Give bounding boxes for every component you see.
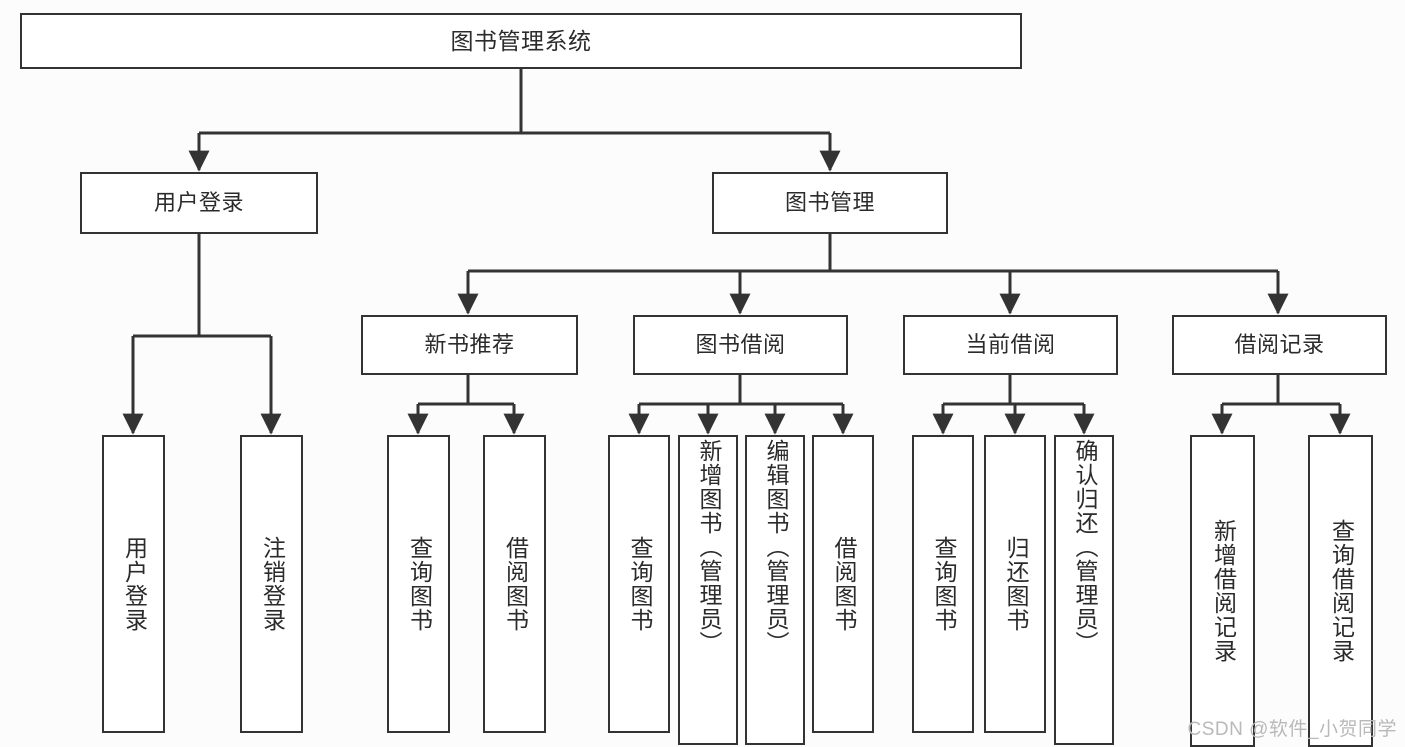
watermark-text: CSDN @软件_小贺同学 <box>1187 719 1397 740</box>
edge-group-borrow-record <box>1211 375 1351 435</box>
edge-group-user-login <box>122 234 282 435</box>
node-leaf-confirm-return[interactable]: 确认归还（管理员） <box>1054 435 1114 745</box>
edge-group-book-borrow <box>628 375 854 435</box>
node-leaf-logout-label: 注销登录 <box>259 536 286 632</box>
node-borrow-record-label: 借阅记录 <box>1234 332 1325 358</box>
node-leaf-query-book-2[interactable]: 查询图书 <box>608 435 670 733</box>
node-leaf-add-record[interactable]: 新增借阅记录 <box>1190 435 1255 747</box>
node-leaf-query-book-1[interactable]: 查询图书 <box>387 435 450 733</box>
node-leaf-add-book[interactable]: 新增图书（管理员） <box>678 435 738 745</box>
node-leaf-borrow-book-1-label: 借阅图书 <box>502 536 529 632</box>
edge-group-new-book-rec <box>407 375 525 435</box>
node-leaf-return-book-label: 归还图书 <box>1002 536 1029 632</box>
edge-group-current-borrow <box>932 375 1095 435</box>
node-root[interactable]: 图书管理系统 <box>20 13 1022 69</box>
node-user-login-label: 用户登录 <box>153 190 244 216</box>
node-book-borrow[interactable]: 图书借阅 <box>633 315 848 375</box>
node-leaf-query-book-3[interactable]: 查询图书 <box>912 435 974 733</box>
node-leaf-confirm-return-label: 确认归还（管理员） <box>1071 439 1098 655</box>
node-leaf-borrow-book-2[interactable]: 借阅图书 <box>812 435 874 733</box>
node-new-book-rec[interactable]: 新书推荐 <box>361 315 578 375</box>
node-user-login[interactable]: 用户登录 <box>80 172 318 234</box>
node-borrow-record[interactable]: 借阅记录 <box>1172 315 1387 375</box>
node-current-borrow[interactable]: 当前借阅 <box>903 315 1118 375</box>
node-leaf-add-record-label: 新增借阅记录 <box>1210 519 1237 663</box>
node-leaf-query-record-label: 查询借阅记录 <box>1328 519 1355 663</box>
node-leaf-edit-book-label: 编辑图书（管理员） <box>762 439 789 655</box>
node-leaf-user-login-label: 用户登录 <box>121 536 148 632</box>
node-book-borrow-label: 图书借阅 <box>695 332 786 358</box>
node-leaf-return-book[interactable]: 归还图书 <box>984 435 1046 733</box>
edge-group-book-manage <box>457 234 1289 315</box>
node-book-manage[interactable]: 图书管理 <box>712 172 948 234</box>
node-root-label: 图书管理系统 <box>450 27 592 54</box>
node-leaf-query-book-3-label: 查询图书 <box>930 536 957 632</box>
node-new-book-rec-label: 新书推荐 <box>424 332 515 358</box>
edge-group-root <box>188 69 841 172</box>
node-leaf-logout[interactable]: 注销登录 <box>240 435 303 733</box>
node-leaf-edit-book[interactable]: 编辑图书（管理员） <box>745 435 805 745</box>
node-leaf-borrow-book-2-label: 借阅图书 <box>830 536 857 632</box>
node-leaf-borrow-book-1[interactable]: 借阅图书 <box>483 435 546 733</box>
node-current-borrow-label: 当前借阅 <box>965 332 1056 358</box>
node-leaf-query-book-2-label: 查询图书 <box>626 536 653 632</box>
node-book-manage-label: 图书管理 <box>784 190 875 216</box>
node-leaf-user-login[interactable]: 用户登录 <box>102 435 165 733</box>
node-leaf-query-book-1-label: 查询图书 <box>406 536 433 632</box>
node-leaf-add-book-label: 新增图书（管理员） <box>695 439 722 655</box>
node-leaf-query-record[interactable]: 查询借阅记录 <box>1308 435 1373 747</box>
